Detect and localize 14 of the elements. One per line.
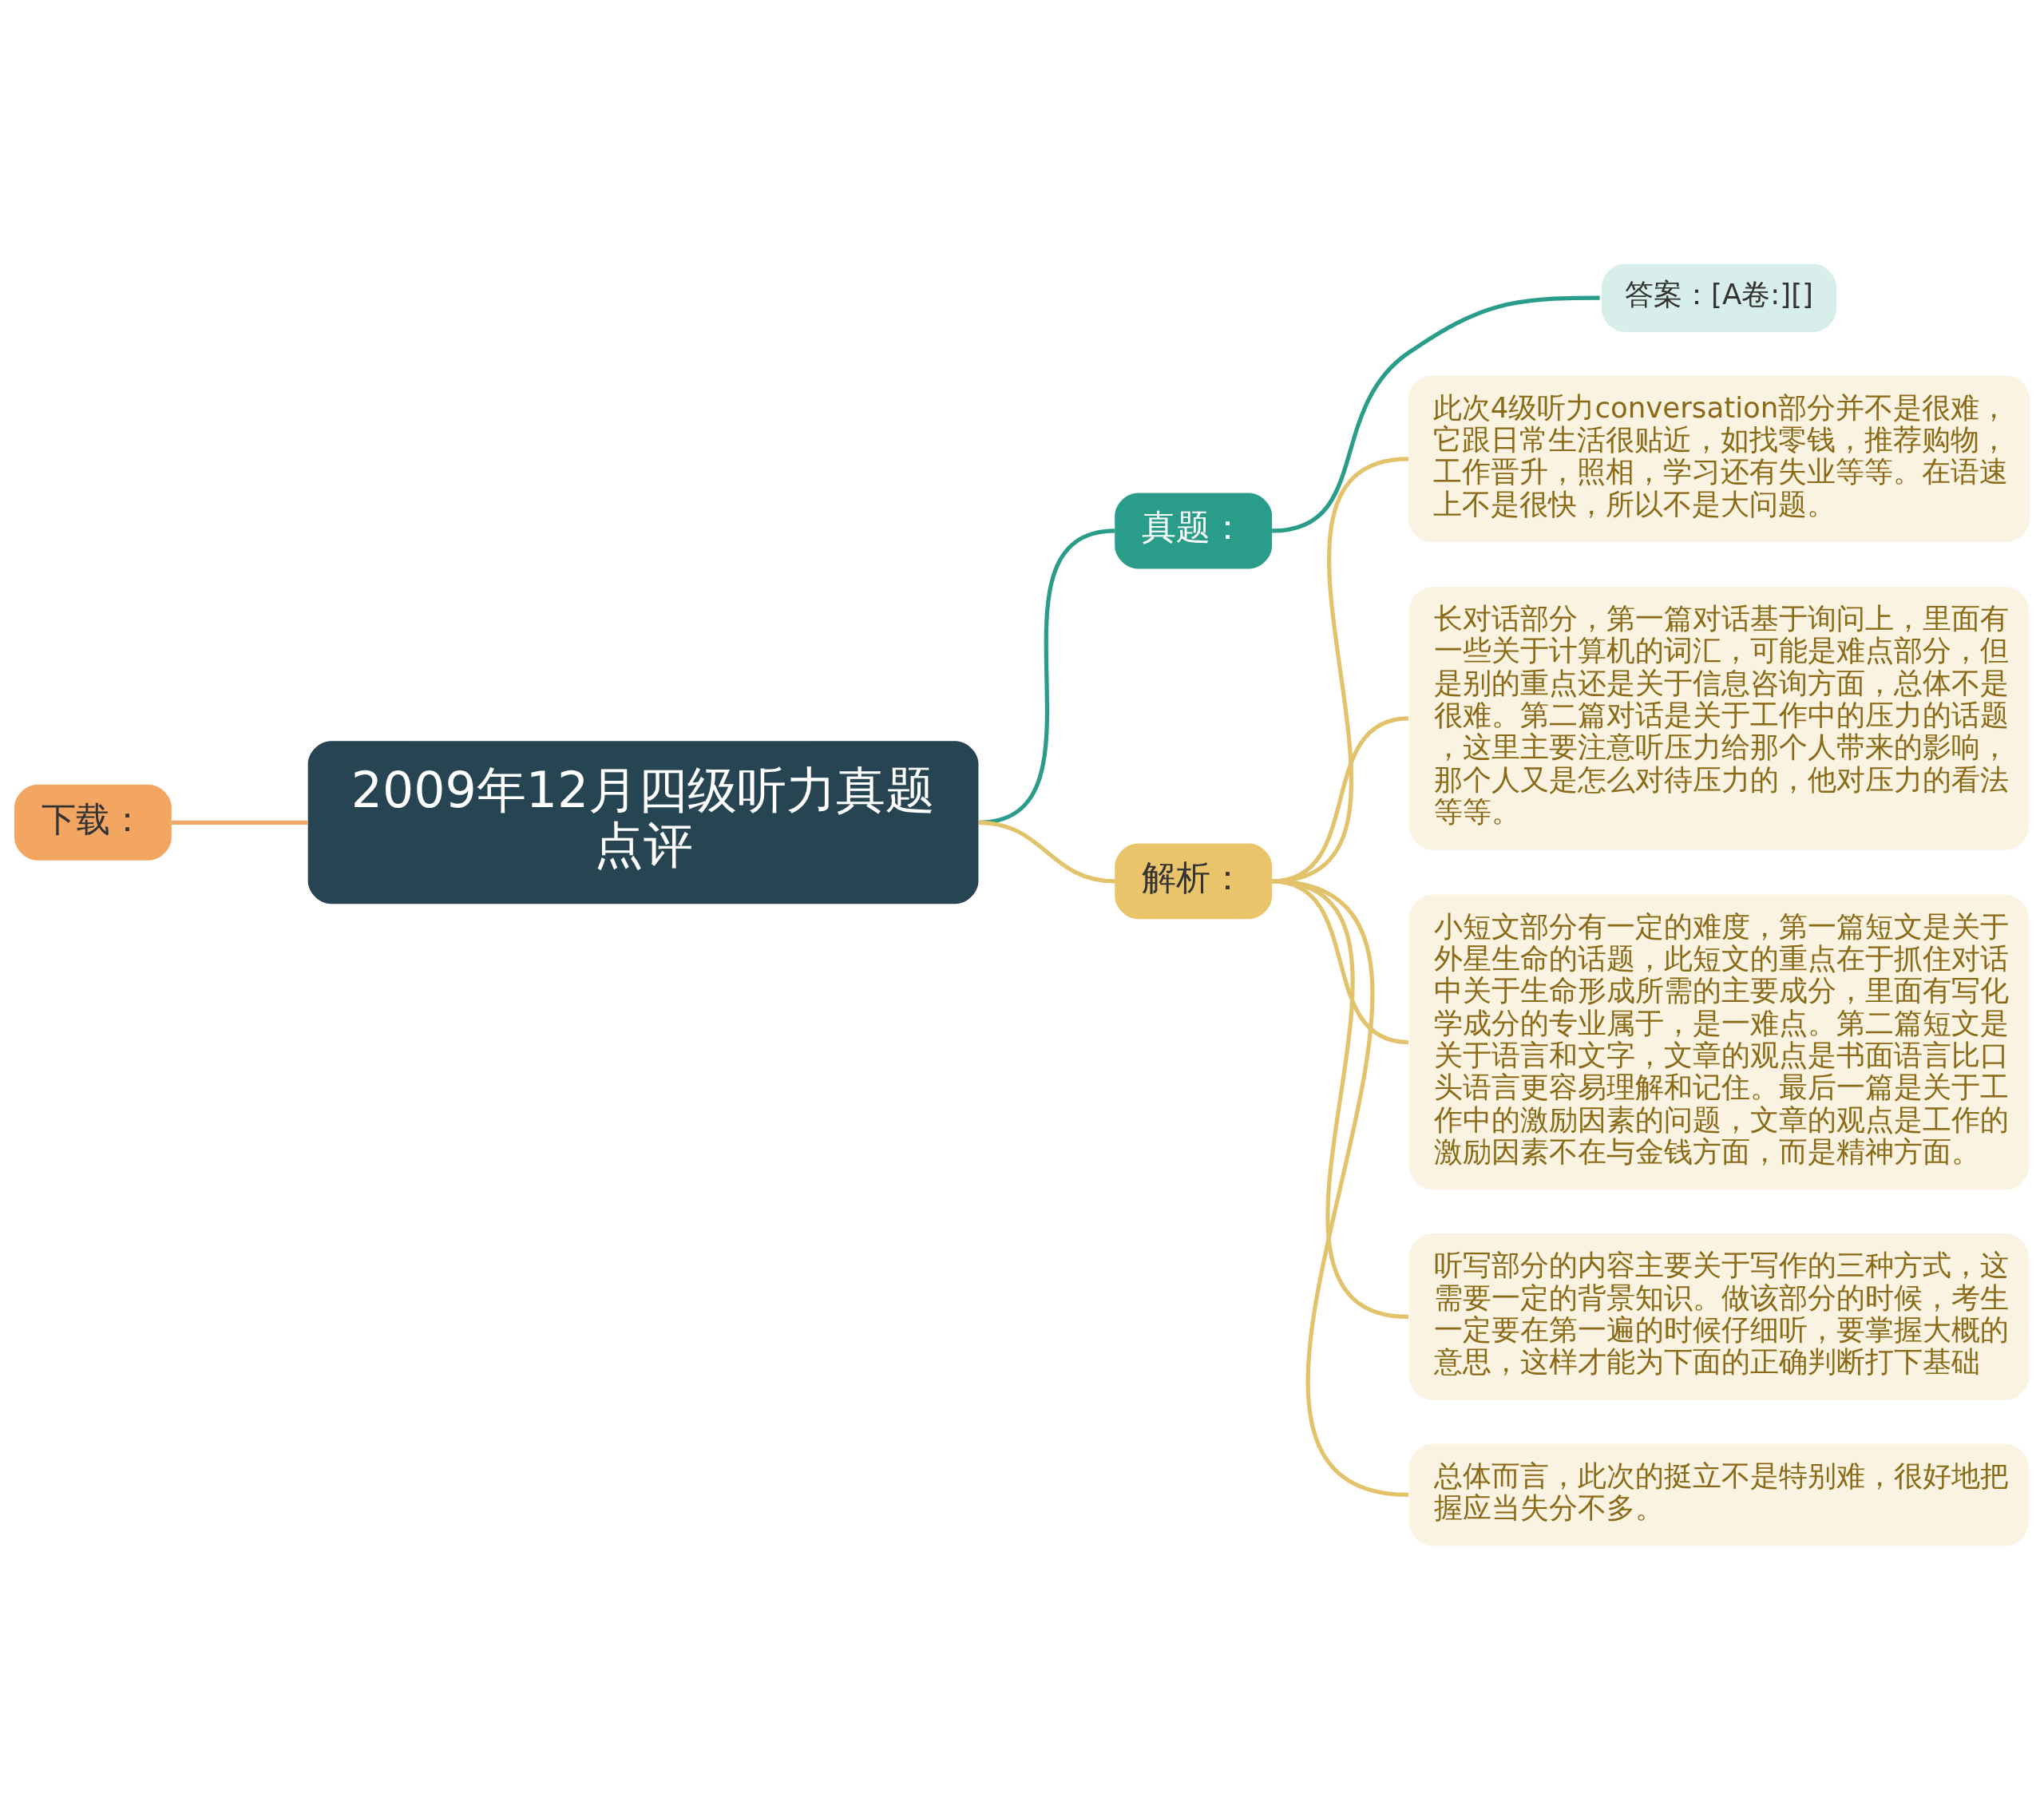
node-box: 总体而言，此次的挺立不是特别难，很好地把握应当失分不多。 <box>1409 1443 2029 1546</box>
node-box: 听写部分的内容主要关于写作的三种方式，这需要一定的背景知识。做该部分的时候，考生一定要在第一遍的时候仔细听，要掌握大概的意思，这样才能为下面的正确判断打下基础 <box>1409 1233 2029 1400</box>
connector <box>1271 295 1600 533</box>
node-box: 下载： <box>14 784 172 861</box>
node-box: 2009年12月四级听力真题点评 <box>307 740 979 904</box>
node-box: 小短文部分有一定的难度，第一篇短文是关于外星生命的话题，此短文的重点在于抓住对话中关于生命形成所需的主要成分，里面有写化学成分的专业属于，是一难点。第二篇短文是关于语言和文字，文章的观点是书面语言比口头语言更容易理解和记住。最后一篇是关于工作中的激励因素的问题，文章的观点是工作的激励因素不在与金钱方面，而是精神方面。 <box>1409 893 2029 1190</box>
node-box: 答案：[A卷:][] <box>1601 263 1837 332</box>
node-box: 此次4级听力conversation部分并不是很难，它跟日常生活很贴近，如找零钱，推荐购物，工作晋升，照相，学习还有失业等等。在语速上不是很快，所以不是大问题。 <box>1408 374 2030 542</box>
node-box: 长对话部分，第一篇对话基于询问上，里面有一些关于计算机的词汇，可能是难点部分，但是别的重点还是关于信息咨询方面，总体不是很难。第二篇对话是关于工作中的压力的话题，这里主要注意听压力给那个人带来的影响，那个人又是怎么对待压力的，他对压力的看法等等。 <box>1409 586 2029 850</box>
node-box: 真题： <box>1115 493 1273 568</box>
connector <box>171 820 308 825</box>
connector <box>978 820 1115 883</box>
connector <box>1271 878 1409 1497</box>
node-box: 解析： <box>1115 842 1273 919</box>
